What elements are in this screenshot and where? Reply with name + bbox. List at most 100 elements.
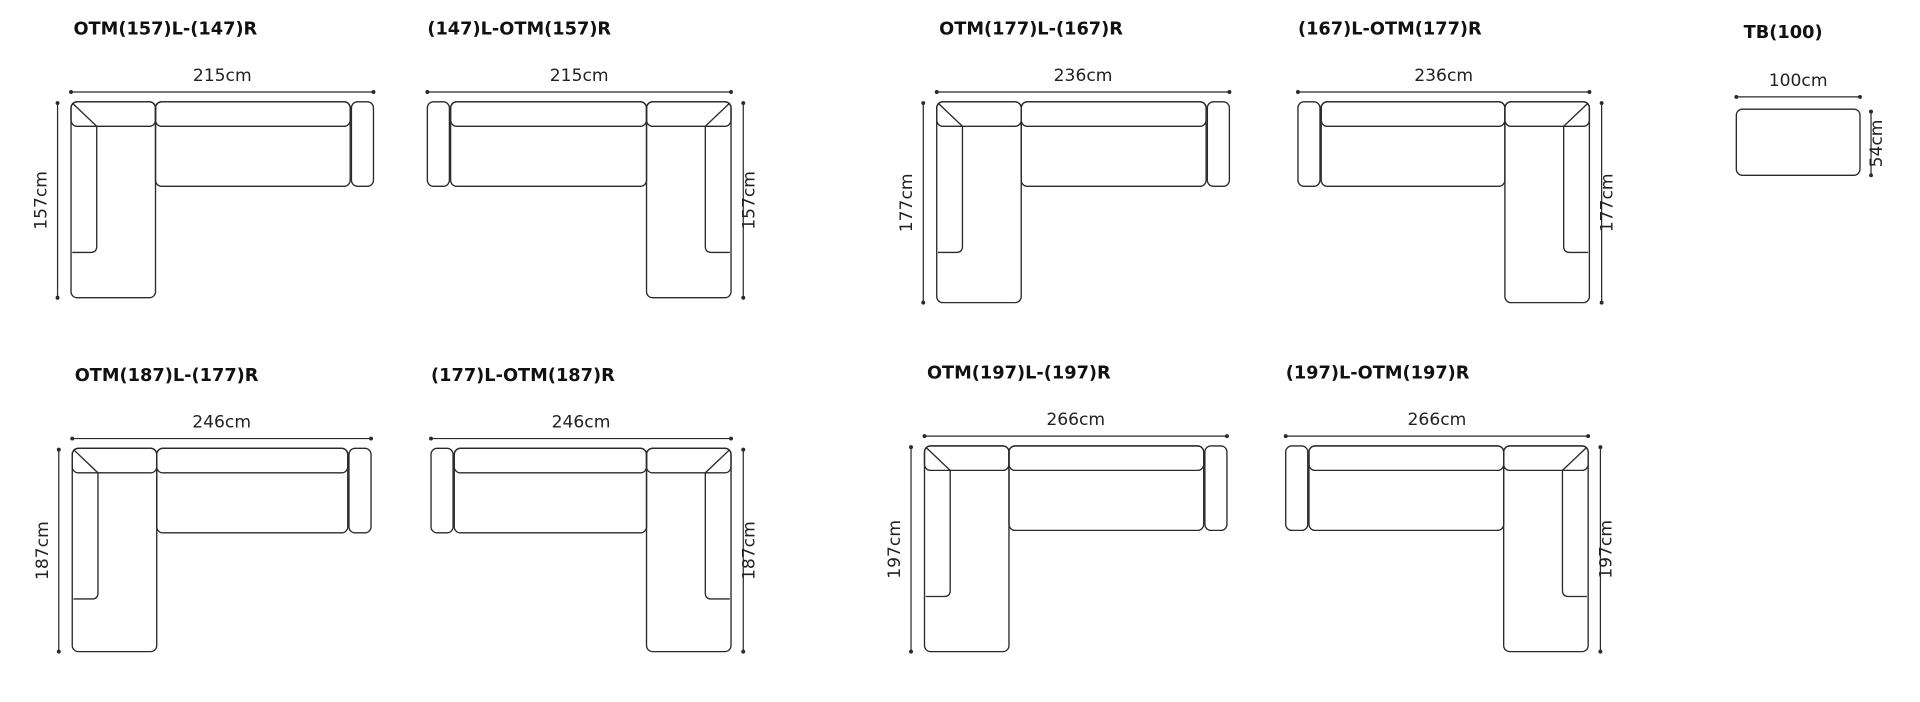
dimension-end-dot — [1587, 90, 1592, 94]
depth-label: 187cm — [739, 521, 759, 580]
dimension-end-dot — [371, 90, 376, 94]
dimension-end-dot — [429, 436, 433, 441]
depth-label: 157cm — [739, 171, 759, 230]
dimension-end-dot — [70, 436, 75, 441]
armrest — [348, 447, 372, 534]
chaise-armrest — [704, 449, 731, 600]
width-label: 236cm — [1054, 66, 1113, 86]
sofa-outline — [1285, 445, 1589, 653]
width-label: 236cm — [1414, 66, 1473, 86]
chaise-armrest — [71, 102, 98, 254]
dimension-end-dot — [921, 300, 926, 305]
chaise-module — [936, 101, 1022, 304]
configuration-title: (177)L-OTM(187)R — [431, 366, 615, 386]
table-top — [1735, 108, 1861, 176]
sofa-configuration: (197)L-OTM(197)R 266cm 197cm — [1283, 364, 1616, 654]
seat-backrest — [1320, 101, 1506, 127]
dimension-end-dot — [369, 436, 373, 441]
dimension-end-dot — [1296, 90, 1300, 94]
dimension-end-dot — [921, 101, 926, 105]
armrest — [350, 101, 375, 187]
sofa-outline — [71, 447, 372, 653]
seat-backrest — [156, 447, 349, 474]
configuration-title: (147)L-OTM(157)R — [427, 19, 611, 39]
dimension-end-dot — [56, 649, 61, 654]
width-label: 246cm — [192, 413, 251, 433]
dimension-end-dot — [1734, 94, 1739, 99]
armrest — [1204, 445, 1228, 532]
configuration-title: OTM(197)L-(197)R — [927, 364, 1111, 384]
depth-label: 187cm — [33, 521, 53, 580]
table-configuration: TB(100) 100cm 54cm — [1734, 23, 1887, 178]
chaise-module — [923, 445, 1010, 653]
sofa-outline — [70, 101, 375, 299]
armrest — [1297, 101, 1321, 187]
seat-backrest — [1008, 445, 1205, 472]
dimension-end-dot — [425, 90, 430, 94]
sofa-configuration: OTM(187)L-(177)R 246cm 187cm — [33, 366, 373, 654]
dimension-end-dot — [1858, 94, 1862, 99]
chaise-module — [645, 101, 732, 299]
configuration-title: OTM(187)L-(177)R — [75, 366, 259, 386]
width-label: 266cm — [1046, 410, 1105, 430]
table-title: TB(100) — [1744, 23, 1823, 43]
seat-module — [453, 447, 648, 534]
dimension-end-dot — [741, 447, 746, 452]
chaise-module — [71, 447, 158, 653]
seat-module — [1020, 101, 1207, 187]
dimension-end-dot — [56, 447, 61, 452]
width-label: 246cm — [552, 413, 611, 433]
depth-label: 157cm — [32, 171, 52, 230]
chaise-armrest — [937, 102, 964, 254]
sofa-outline — [936, 101, 1231, 304]
dimension-end-dot — [741, 101, 746, 105]
dimension-end-dot — [1224, 434, 1229, 439]
seat-backrest — [1308, 445, 1505, 472]
depth-label: 54cm — [1867, 120, 1887, 168]
configuration-title: OTM(177)L-(167)R — [939, 19, 1123, 39]
dimension-end-dot — [934, 90, 939, 94]
seat-backrest — [453, 447, 648, 474]
depth-label: 177cm — [897, 173, 917, 232]
dimension-end-dot — [55, 101, 60, 105]
chaise-module — [1504, 101, 1591, 304]
seat-backrest — [154, 101, 351, 127]
depth-label: 177cm — [1598, 173, 1618, 232]
depth-label: 197cm — [885, 520, 905, 579]
dimension-end-dot — [1283, 434, 1288, 439]
dimension-end-dot — [729, 90, 733, 94]
armrest — [1206, 101, 1231, 187]
seat-module — [1308, 445, 1505, 532]
sofa-configuration: (177)L-OTM(187)R 246cm 187cm — [429, 366, 759, 654]
chaise-armrest — [1561, 446, 1588, 598]
dimension-end-dot — [55, 295, 60, 300]
sofa-outline — [923, 445, 1228, 653]
seat-module — [156, 447, 349, 534]
dimension-end-dot — [909, 649, 913, 654]
seat-module — [1008, 445, 1205, 532]
dimension-end-dot — [1599, 101, 1604, 105]
depth-label: 197cm — [1596, 520, 1616, 579]
dimension-end-dot — [741, 649, 746, 654]
configuration-title: OTM(157)L-(147)R — [73, 19, 257, 39]
sofa-configuration: OTM(197)L-(197)R 266cm 197cm — [885, 364, 1229, 654]
dimension-end-dot — [909, 445, 913, 450]
chaise-armrest — [1563, 102, 1589, 254]
width-label: 215cm — [193, 66, 252, 86]
sofa-configuration: OTM(177)L-(167)R 236cm 177cm — [897, 19, 1232, 305]
width-label: 100cm — [1769, 71, 1828, 91]
dimension-end-dot — [741, 295, 746, 300]
seat-backrest — [1020, 101, 1207, 127]
width-label: 266cm — [1408, 410, 1467, 430]
chaise-armrest — [925, 446, 951, 598]
chaise-module — [70, 101, 157, 299]
armrest — [430, 447, 454, 534]
chaise-armrest — [73, 449, 99, 600]
chaise-module — [1503, 445, 1589, 653]
chaise-module — [645, 447, 732, 653]
configuration-title: (197)L-OTM(197)R — [1286, 364, 1470, 384]
dimension-end-dot — [1598, 649, 1603, 654]
dimension-end-dot — [1598, 445, 1603, 450]
dimension-end-dot — [729, 436, 733, 441]
